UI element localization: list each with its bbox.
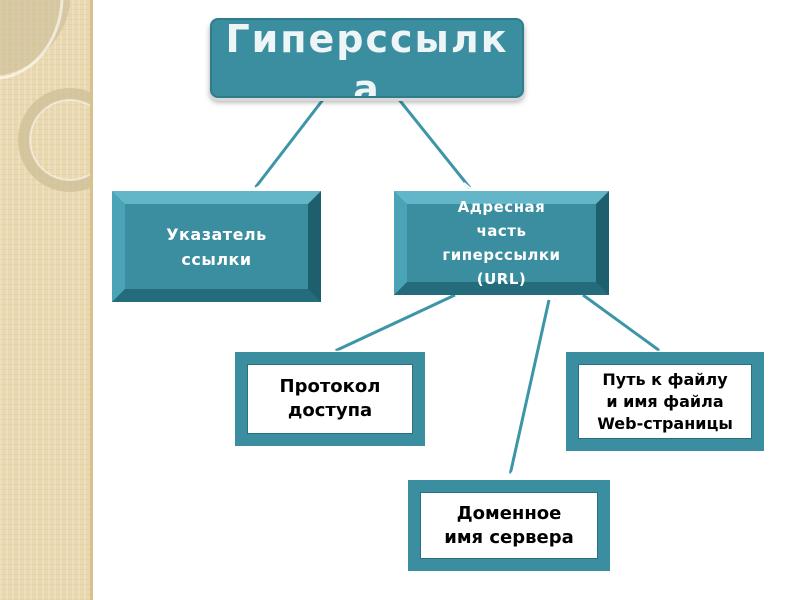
- node-address-line-4: (URL): [476, 270, 527, 288]
- node-domain-name-text: Доменное имя сервера: [420, 492, 598, 559]
- connector-address-to-protocol: [334, 293, 456, 353]
- connector-address-to-path: [582, 293, 661, 353]
- ring-highlight: [29, 99, 90, 181]
- node-protocol-line-1: Протокол: [279, 376, 381, 397]
- title-line-1: Гиперссылк: [225, 18, 509, 61]
- node-link-pointer: Указатель ссылки: [112, 191, 321, 302]
- connector-title-to-address: [395, 96, 472, 189]
- node-address-part-text: Адресная часть гиперссылки (URL): [407, 198, 596, 288]
- node-domain-name: Доменное имя сервера: [408, 480, 610, 571]
- strip-edge: [90, 0, 93, 600]
- node-protocol-text: Протокол доступа: [247, 364, 413, 434]
- arrowhead-address: [463, 179, 477, 191]
- connector-title-to-pointer: [253, 96, 327, 189]
- connector-address-to-domain: [508, 299, 551, 476]
- node-link-pointer-text: Указатель ссылки: [125, 204, 308, 289]
- title-line-2: а: [353, 67, 381, 98]
- node-file-path: Путь к файлу и имя файла Web-страницы: [566, 352, 764, 451]
- node-link-pointer-line-1: Указатель: [166, 224, 267, 244]
- arrowhead-pointer: [249, 179, 264, 191]
- node-domain-line-1: Доменное: [456, 502, 562, 524]
- node-address-line-3: гиперссылки: [442, 246, 561, 264]
- ring-large: [18, 88, 90, 192]
- arrowhead-domain: [504, 466, 517, 478]
- corner-shape: [0, 0, 70, 75]
- node-file-path-text: Путь к файлу и имя файла Web-страницы: [578, 364, 752, 439]
- node-protocol-line-2: доступа: [287, 400, 373, 421]
- node-domain-line-2: имя сервера: [444, 526, 574, 548]
- corner-arc: [0, 0, 64, 80]
- node-path-line-3: Web-страницы: [597, 413, 733, 433]
- node-protocol: Протокол доступа: [235, 352, 425, 446]
- node-address-part: Адресная часть гиперссылки (URL): [394, 191, 609, 295]
- title-text: Гиперссылк а: [212, 18, 522, 98]
- node-address-line-1: Адресная: [457, 198, 546, 216]
- node-address-line-2: часть: [476, 222, 527, 240]
- node-path-line-1: Путь к файлу: [602, 369, 728, 389]
- title-node: Гиперссылк а: [210, 18, 524, 98]
- decorative-circles: [0, 0, 90, 192]
- node-path-line-2: и имя файла: [606, 391, 724, 411]
- node-link-pointer-line-2: ссылки: [181, 249, 252, 269]
